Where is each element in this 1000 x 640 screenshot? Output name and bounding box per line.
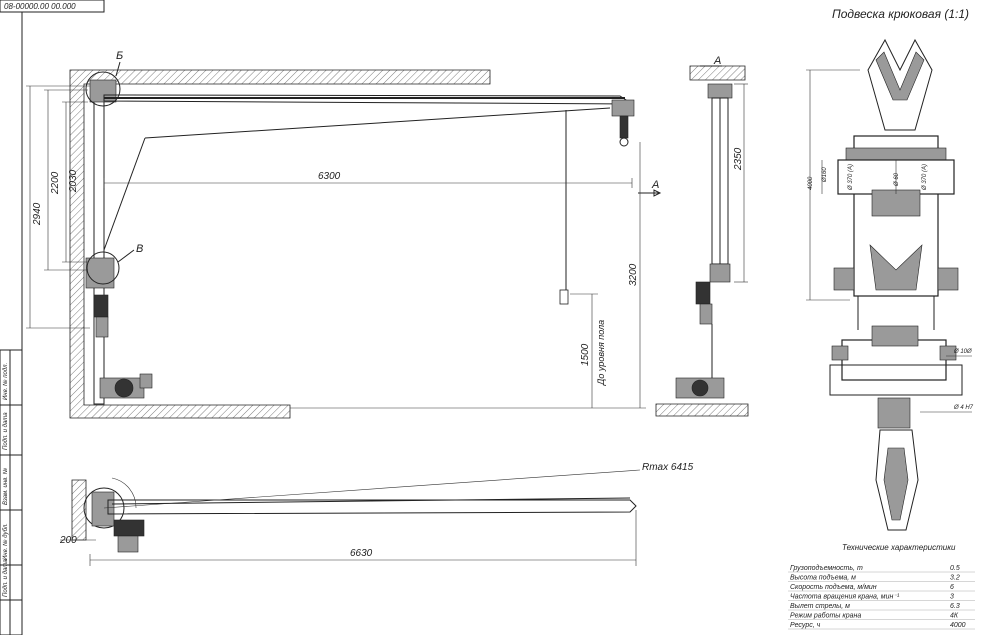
corner-code: 08-00000.00 00.000 xyxy=(4,2,76,11)
spec-value: 4000 xyxy=(950,622,966,629)
crane-column xyxy=(93,85,105,405)
spec-value: 0.5 xyxy=(950,565,960,572)
dim-2200: 2200 xyxy=(50,171,61,195)
callout-v: В xyxy=(136,243,143,255)
side-view-a: А 2350 xyxy=(655,55,749,417)
sheave xyxy=(867,38,933,131)
detail-4hx: Ø 4 Н7 xyxy=(953,405,974,411)
view-a-label: А xyxy=(713,55,721,67)
dim-1500: 1500 xyxy=(580,343,591,366)
front-view: Б В 6300 xyxy=(26,50,662,419)
detail-b1: Ø 370 (А) xyxy=(848,164,854,191)
stamp-2: Подп. и дата xyxy=(3,412,9,450)
detail-title: Подвеска крюковая (1:1) xyxy=(832,7,969,21)
dim-6300: 6300 xyxy=(318,171,341,182)
slew-motor xyxy=(93,294,109,318)
stamp-3: Взам. инв. № xyxy=(2,467,9,505)
spec-label: Грузоподъемность, т xyxy=(790,564,863,572)
spec-title: Технические характеристики xyxy=(842,543,956,552)
arrow-a: А xyxy=(651,179,659,191)
dim-2940: 2940 xyxy=(32,202,43,226)
spec-label: Режим работы крана xyxy=(790,612,861,620)
side-stamp-strip: Инв. № подл. Подп. и дата Взам. инв. № И… xyxy=(0,349,23,636)
plan-boom xyxy=(107,499,637,515)
dim-6630: 6630 xyxy=(350,548,373,559)
stamp-1: Инв. № подл. xyxy=(2,363,9,400)
spec-value: 3 xyxy=(950,594,954,601)
boom-brace xyxy=(103,137,146,251)
callout-v-circle xyxy=(86,251,120,285)
spec-value: 6 xyxy=(950,584,954,591)
dim-200: 200 xyxy=(59,535,77,546)
plan-view: Rmax 6415 6630 200 xyxy=(59,462,694,566)
dim-3200: 3200 xyxy=(628,263,639,286)
spec-label: Частота вращения крана, мин⁻¹ xyxy=(790,594,900,601)
spec-label: Высота подъема, м xyxy=(790,574,856,582)
top-bearing xyxy=(89,79,117,103)
detail-b2: Ø 60 xyxy=(894,172,900,187)
spec-label: Вылет стрелы, м xyxy=(790,603,850,610)
dim-rmax: Rmax 6415 xyxy=(642,462,694,473)
detail-b3: Ø 370 (А) xyxy=(922,164,928,191)
spec-label: Ресурс, ч xyxy=(790,622,821,629)
hook-detail: Подвеска крюковая (1:1) Ø 370 (А) Ø 60 Ø… xyxy=(806,7,974,531)
spec-value: 4К xyxy=(950,613,959,620)
detail-4000: 4000 xyxy=(808,176,814,190)
hoist-winch xyxy=(99,373,153,399)
dim-2030: 2030 xyxy=(68,169,79,193)
spec-value: 6.3 xyxy=(950,603,960,610)
hook-block xyxy=(559,289,569,305)
stamp-4: Инв. № дубл. xyxy=(2,523,9,560)
spec-table: Технические характеристики Грузоподъемно… xyxy=(788,543,975,630)
trolley xyxy=(611,99,635,147)
corner-stamp xyxy=(0,0,105,13)
wall-hatch xyxy=(69,69,491,419)
spec-value: 3.2 xyxy=(950,575,960,582)
stamp-5: Подп. и дата xyxy=(3,559,9,597)
callout-b: Б xyxy=(116,50,123,62)
bottom-bearing xyxy=(85,257,115,289)
floor-note: До уровня пола xyxy=(596,320,606,386)
callout-b-circle xyxy=(85,71,121,107)
crane-boom xyxy=(103,94,634,105)
spec-label: Скорость подъема, м/мин xyxy=(790,583,877,591)
dim-2350: 2350 xyxy=(733,147,744,171)
detail-400: Ø 10Ø xyxy=(953,349,972,355)
detail-9160: Ø160 xyxy=(822,167,828,183)
hook xyxy=(875,429,919,531)
